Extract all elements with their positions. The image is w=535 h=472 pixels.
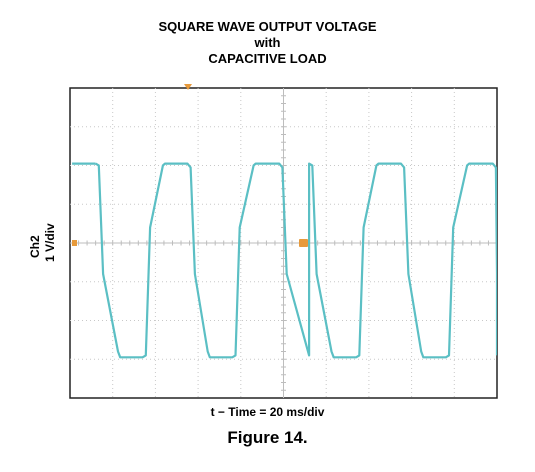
figure-caption: Figure 14.	[227, 428, 308, 447]
ground-reference-marker	[299, 239, 308, 247]
chart-title-line-2: with	[254, 35, 281, 50]
chart-title-line-3: CAPACITIVE LOAD	[208, 51, 327, 66]
waveform-trace	[95, 162, 497, 359]
channel-level-marker	[72, 240, 77, 246]
x-axis-label: t − Time = 20 ms/div	[210, 405, 325, 419]
trigger-position-marker	[184, 84, 192, 90]
y-axis-label-scale: 1 V/div	[43, 223, 57, 262]
chart-title-line-1: SQUARE WAVE OUTPUT VOLTAGE	[158, 19, 377, 34]
y-axis-label-channel: Ch2	[28, 235, 42, 258]
